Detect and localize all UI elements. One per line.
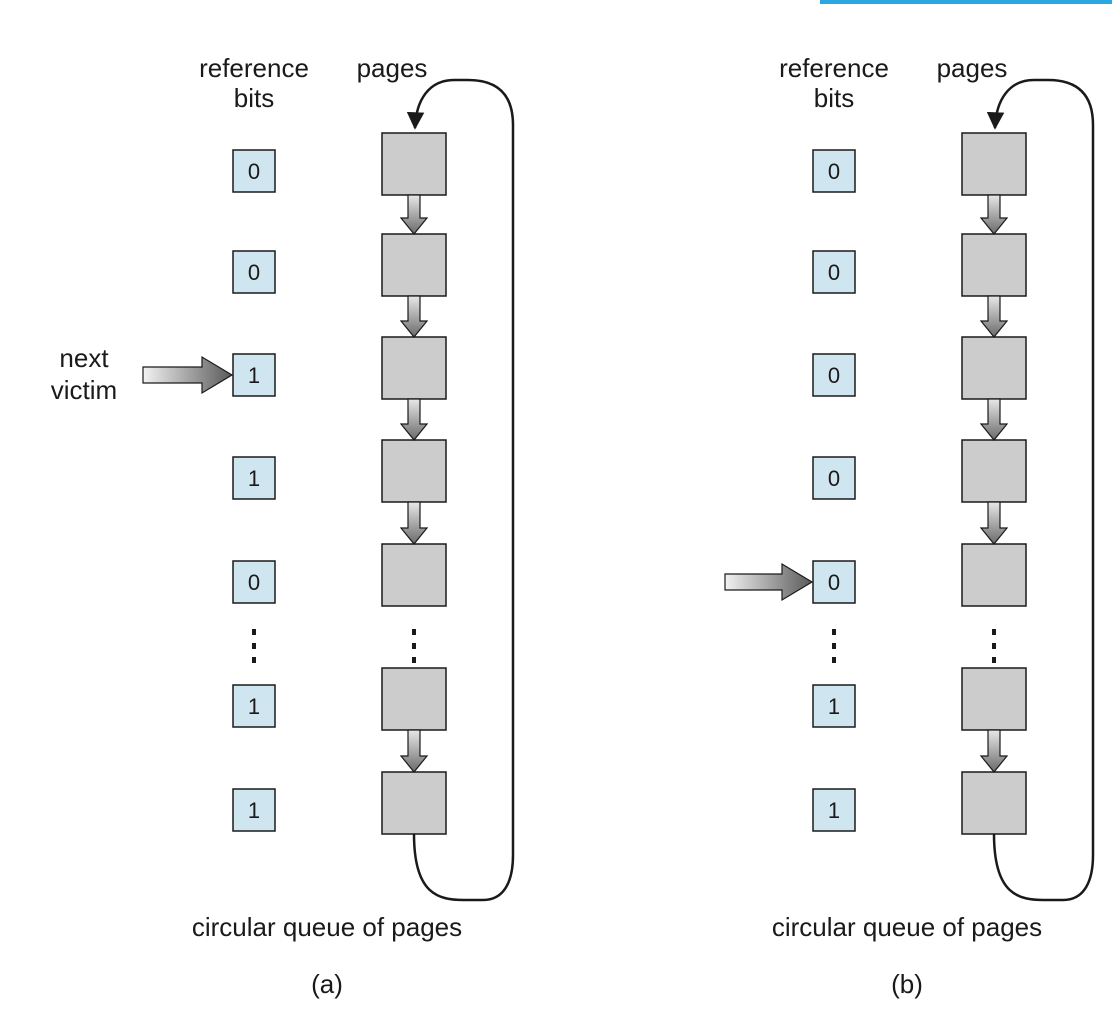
page-link-arrow bbox=[979, 398, 1009, 441]
page-box bbox=[961, 132, 1027, 196]
top-accent-strip bbox=[820, 0, 1112, 4]
reference-bits-header-line2: bits bbox=[814, 83, 854, 113]
reference-bit-box bbox=[232, 560, 276, 604]
bits-ellipsis-dot bbox=[252, 643, 256, 649]
reference-bit-value: 1 bbox=[248, 694, 260, 719]
reference-bit-box bbox=[812, 456, 856, 500]
reference-bit-value: 0 bbox=[828, 570, 840, 595]
reference-bit-value: 0 bbox=[828, 363, 840, 388]
reference-bit-value: 1 bbox=[828, 798, 840, 823]
reference-bit-box bbox=[812, 684, 856, 728]
reference-bit-value: 0 bbox=[828, 466, 840, 491]
reference-bits-header-line1: reference bbox=[779, 53, 889, 83]
reference-bit-value: 1 bbox=[248, 363, 260, 388]
reference-bit-value: 0 bbox=[248, 570, 260, 595]
page-box bbox=[381, 667, 447, 731]
page-link-arrow bbox=[979, 295, 1009, 338]
pages-ellipsis-dot bbox=[992, 629, 996, 635]
page-box bbox=[961, 439, 1027, 503]
reference-bit-value: 0 bbox=[248, 159, 260, 184]
reference-bits-header-line2: bits bbox=[234, 83, 274, 113]
panel-label: (b) bbox=[891, 969, 923, 999]
page-box bbox=[381, 336, 447, 400]
bits-ellipsis-dot bbox=[832, 629, 836, 635]
page-link-arrow bbox=[399, 501, 429, 545]
reference-bit-box bbox=[812, 788, 856, 832]
panel-label: (a) bbox=[311, 969, 343, 999]
reference-bit-box bbox=[232, 788, 276, 832]
circular-queue-loop-arrow bbox=[406, 78, 515, 902]
next-victim-label-line1: next bbox=[59, 343, 109, 373]
reference-bit-box bbox=[232, 684, 276, 728]
page-link-arrow bbox=[979, 729, 1009, 773]
reference-bit-box bbox=[812, 353, 856, 397]
page-box bbox=[381, 233, 447, 297]
pages-header: pages bbox=[937, 53, 1008, 83]
pages-ellipsis-dot bbox=[412, 643, 416, 649]
bits-ellipsis-dot bbox=[832, 643, 836, 649]
page-box bbox=[961, 543, 1027, 607]
caption: circular queue of pages bbox=[192, 912, 462, 942]
page-link-arrow bbox=[399, 194, 429, 235]
next-victim-label-line2: victim bbox=[51, 375, 117, 405]
page-box bbox=[961, 667, 1027, 731]
bits-ellipsis-dot bbox=[252, 657, 256, 663]
reference-bit-box bbox=[812, 250, 856, 294]
page-box bbox=[381, 439, 447, 503]
pages-header: pages bbox=[357, 53, 428, 83]
bits-ellipsis-dot bbox=[832, 657, 836, 663]
reference-bit-box bbox=[232, 149, 276, 193]
bits-ellipsis-dot bbox=[252, 629, 256, 635]
reference-bit-value: 0 bbox=[828, 159, 840, 184]
pointer-arrow bbox=[142, 355, 234, 395]
reference-bit-value: 1 bbox=[248, 798, 260, 823]
reference-bit-value: 1 bbox=[248, 466, 260, 491]
reference-bit-value: 1 bbox=[828, 694, 840, 719]
page-box bbox=[381, 771, 447, 835]
pages-ellipsis-dot bbox=[412, 657, 416, 663]
page-box bbox=[381, 543, 447, 607]
reference-bit-box bbox=[232, 250, 276, 294]
page-link-arrow bbox=[979, 194, 1009, 235]
reference-bit-box bbox=[232, 456, 276, 500]
page-link-arrow bbox=[399, 729, 429, 773]
page-box bbox=[961, 233, 1027, 297]
reference-bits-header-line1: reference bbox=[199, 53, 309, 83]
page-link-arrow bbox=[399, 398, 429, 441]
page-box bbox=[961, 771, 1027, 835]
reference-bit-value: 0 bbox=[248, 260, 260, 285]
page-link-arrow bbox=[979, 501, 1009, 545]
reference-bit-value: 0 bbox=[828, 260, 840, 285]
pages-ellipsis-dot bbox=[992, 643, 996, 649]
page-box bbox=[961, 336, 1027, 400]
page-link-arrow bbox=[399, 295, 429, 338]
reference-bit-box bbox=[232, 353, 276, 397]
pages-ellipsis-dot bbox=[992, 657, 996, 663]
circular-queue-loop-arrow bbox=[986, 78, 1095, 902]
caption: circular queue of pages bbox=[772, 912, 1042, 942]
pointer-arrow bbox=[724, 562, 814, 602]
reference-bit-box bbox=[812, 149, 856, 193]
page-box bbox=[381, 132, 447, 196]
pages-ellipsis-dot bbox=[412, 629, 416, 635]
